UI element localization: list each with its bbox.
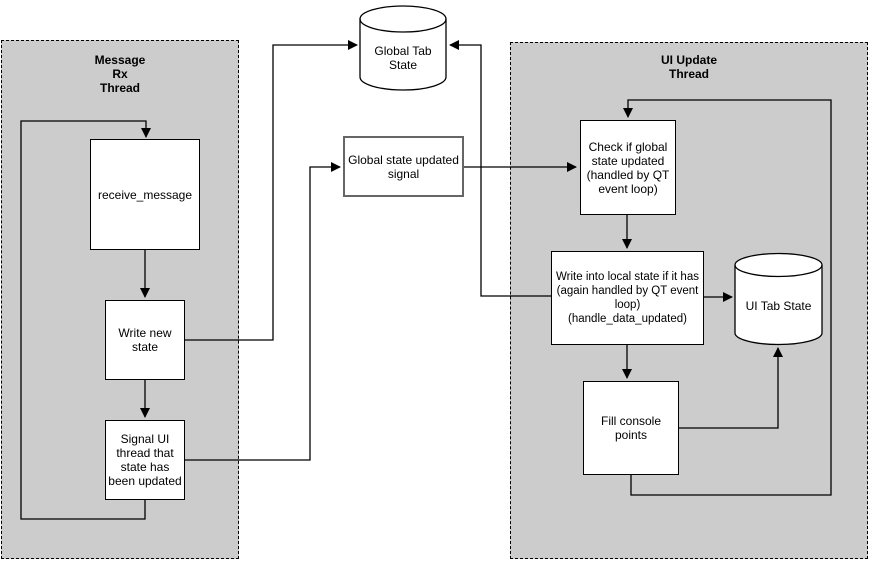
node-check-global-state: Check if global state updated (handled b… xyxy=(580,120,676,215)
ui-tab-state-label: UI Tab State xyxy=(745,299,812,313)
node-global-state-updated-signal: Global state updated signal xyxy=(343,136,464,197)
node-write-new-state: Write new state xyxy=(105,300,185,380)
message-rx-thread-title: Message Rx Thread xyxy=(94,53,146,95)
connector-write-local-to-global-tab-state xyxy=(449,40,551,297)
node-fill-console-points: Fill console points xyxy=(583,381,679,475)
node-write-local-state: Write into local state if it has (again … xyxy=(551,251,704,345)
node-receive-message: receive_message xyxy=(90,139,200,250)
global-tab-state-label: Global Tab State xyxy=(374,44,432,72)
connector-loop-ui-update xyxy=(623,99,832,496)
connector-signal-ui-to-global-signal xyxy=(185,162,341,461)
global-tab-state-cylinder xyxy=(359,5,447,91)
node-signal-ui-thread: Signal UI thread that state has been upd… xyxy=(105,420,185,500)
ui-update-thread-title: UI Update Thread xyxy=(660,53,717,81)
connector-fill-console-to-ui-tab-state xyxy=(679,347,783,429)
connector-loop-message-rx xyxy=(20,120,151,520)
connector-write-new-to-global-tab-state xyxy=(185,40,358,341)
ui-tab-state-cylinder xyxy=(734,252,823,346)
